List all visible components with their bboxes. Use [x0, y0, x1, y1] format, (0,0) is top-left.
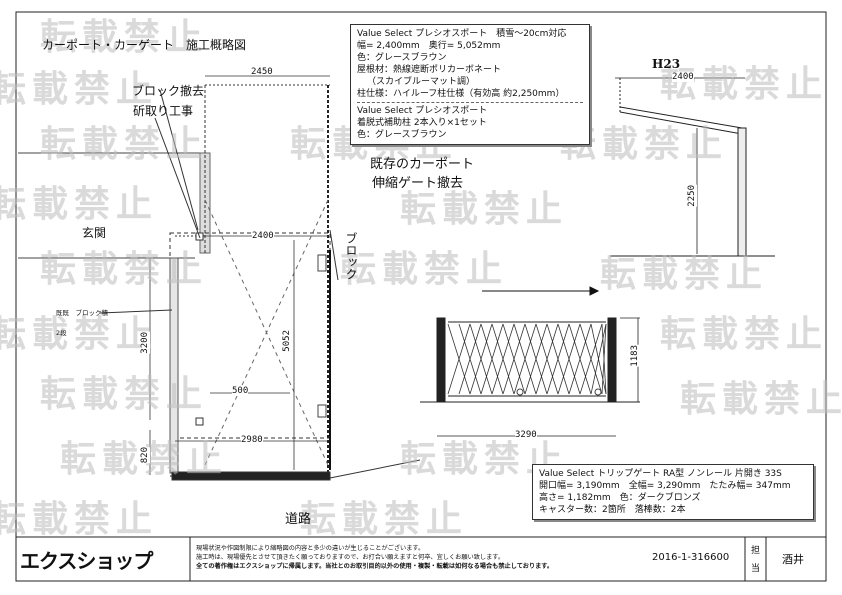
- lattice-bar: [480, 323, 504, 395]
- dimension-elevation-width: 2400: [672, 72, 694, 82]
- spec-line: 高さ= 1,182mm 色：ダークブロンズ: [539, 493, 701, 503]
- lattice-bar: [601, 323, 607, 395]
- carport-spec-box: Value Select プレシオスポート 積雪～20cm対応 幅= 2,400…: [350, 24, 590, 145]
- watermark: 転載禁止: [40, 124, 209, 165]
- dimension-side-820: 820: [140, 447, 150, 464]
- spec-line: 色：グレースブラウン: [357, 130, 447, 140]
- existing-removal-label-2: 伸縮ゲート撤去: [372, 176, 464, 191]
- leader-lines: [99, 89, 339, 314]
- direction-arrow: [482, 286, 600, 296]
- lattice-bar: [458, 323, 482, 395]
- dimension-bottom-2980: 2980: [241, 435, 263, 445]
- spec-line: 柱仕様：ハイルーフ柱仕様（有効高 約2,250mm）: [357, 89, 565, 99]
- existing-block-label-2: 2段: [56, 329, 67, 337]
- spec-line: Value Select トリップゲート RA型 ノンレール 片開き 33S: [539, 469, 782, 479]
- staff-label-top: 担: [751, 546, 761, 556]
- watermark: 転載禁止: [0, 184, 159, 225]
- spec-line: 開口幅= 3,190mm 全幅= 3,290mm たたみ幅= 347mm: [539, 481, 791, 491]
- dimension-width-top: 2450: [251, 67, 273, 77]
- lattice-bar: [447, 323, 471, 395]
- lattice-bar: [524, 323, 548, 395]
- spec-line: 着脱式補助柱 2本入り×1セット: [357, 118, 487, 128]
- lattice-bar: [568, 323, 592, 395]
- watermark: 転載禁止: [680, 379, 842, 420]
- spec-line: （スカイブルーマット調）: [367, 77, 476, 87]
- dimension-inner-500: 500: [232, 386, 249, 396]
- watermark: 転載禁止: [340, 249, 509, 290]
- spec-divider: [357, 102, 583, 103]
- spec-line: Value Select プレシオスポート 積雪～20cm対応: [357, 29, 567, 39]
- gate-spec-box: Value Select トリップゲート RA型 ノンレール 片開き 33S 開…: [532, 464, 814, 520]
- dimension-width-inner: 2400: [252, 231, 274, 241]
- staff-label-bottom: 当: [751, 564, 761, 574]
- gate-lattice: [447, 323, 607, 395]
- watermark: 転載禁止: [400, 189, 569, 230]
- lattice-bar: [491, 323, 515, 395]
- watermark: 転載禁止: [660, 64, 829, 105]
- watermark: 転載禁止: [600, 254, 769, 295]
- lattice-bar: [502, 323, 526, 395]
- dimension-gate-width: 3290: [515, 430, 537, 440]
- footer-dividers: [16, 536, 826, 581]
- drawing-title: カーポート・カーゲート 施工概略図: [42, 38, 247, 52]
- watermark: 転載禁止: [0, 499, 159, 540]
- drawing-code: 2016-1-316600: [652, 552, 730, 563]
- lattice-bar: [469, 323, 493, 395]
- footer-notice: 現場状況や作図制限により縮略図の内容と多少の違いが生じることがございます。 施工…: [196, 544, 553, 571]
- spec-line: キャスター数：2箇所 落棒数：2本: [539, 505, 686, 515]
- notice-line: 施工時は、現場優先とさせて頂きたく願っておりますので、お打合い願えますと何卒、宜…: [196, 554, 505, 561]
- spec-line: 色：グレースブラウン: [357, 53, 447, 63]
- dimension-gate-height: 1183: [630, 345, 640, 367]
- watermark: 転載禁止: [660, 314, 829, 355]
- existing-block-label-1: 既既 ブロック積: [56, 309, 108, 317]
- gate-elevation: [420, 317, 640, 437]
- lattice-bar: [513, 323, 537, 395]
- block-removal-label: ブロック撤去: [132, 84, 205, 98]
- watermark: 転載禁止: [40, 249, 209, 290]
- notice-line: 現場状況や作図制限により縮略図の内容と多少の違いが生じることがございます。: [196, 545, 425, 552]
- dimension-side-3200: 3200: [140, 332, 150, 354]
- sheet-border: [15, 11, 827, 582]
- carport-plan: [169, 84, 421, 481]
- carport-elevation: [610, 77, 775, 257]
- spec-line: 屋根材：熱線遮断ポリカーボネート: [357, 65, 502, 75]
- watermark: 転載禁止: [300, 499, 469, 540]
- watermark: 転載禁止: [40, 374, 209, 415]
- notice-line: 全ての著作権はエクスショップに帰属します。当社とのお取引目的以外の使用・複製・転…: [196, 563, 554, 570]
- lattice-bar: [535, 323, 559, 395]
- watermark: 転載禁止: [0, 314, 159, 355]
- road-label: 道路: [285, 512, 312, 527]
- lattice-bar: [546, 323, 570, 395]
- entrance-label: 玄関: [82, 226, 107, 240]
- spec-line: Value Select プレシオスポート: [357, 106, 488, 116]
- dimension-depth: 5052: [282, 330, 292, 352]
- watermark: 転載禁止: [40, 17, 209, 58]
- watermark: 転載禁止: [0, 69, 159, 110]
- cutting-work-label: 斫取り工事: [133, 104, 194, 118]
- existing-removal-label-1: 既存のカーポート: [370, 157, 475, 172]
- elevation-label: H23: [652, 57, 681, 71]
- lattice-bar: [590, 323, 607, 395]
- lattice-bar: [579, 323, 603, 395]
- dimension-elevation-height: 2250: [687, 185, 697, 207]
- spec-line: 幅= 2,400mm 奥行= 5,052mm: [357, 41, 501, 51]
- brand-logo: エクスショップ: [20, 549, 153, 573]
- staff-name: 酒井: [782, 553, 804, 566]
- block-label-right: ブロック: [344, 232, 358, 280]
- lattice-bar: [557, 323, 581, 395]
